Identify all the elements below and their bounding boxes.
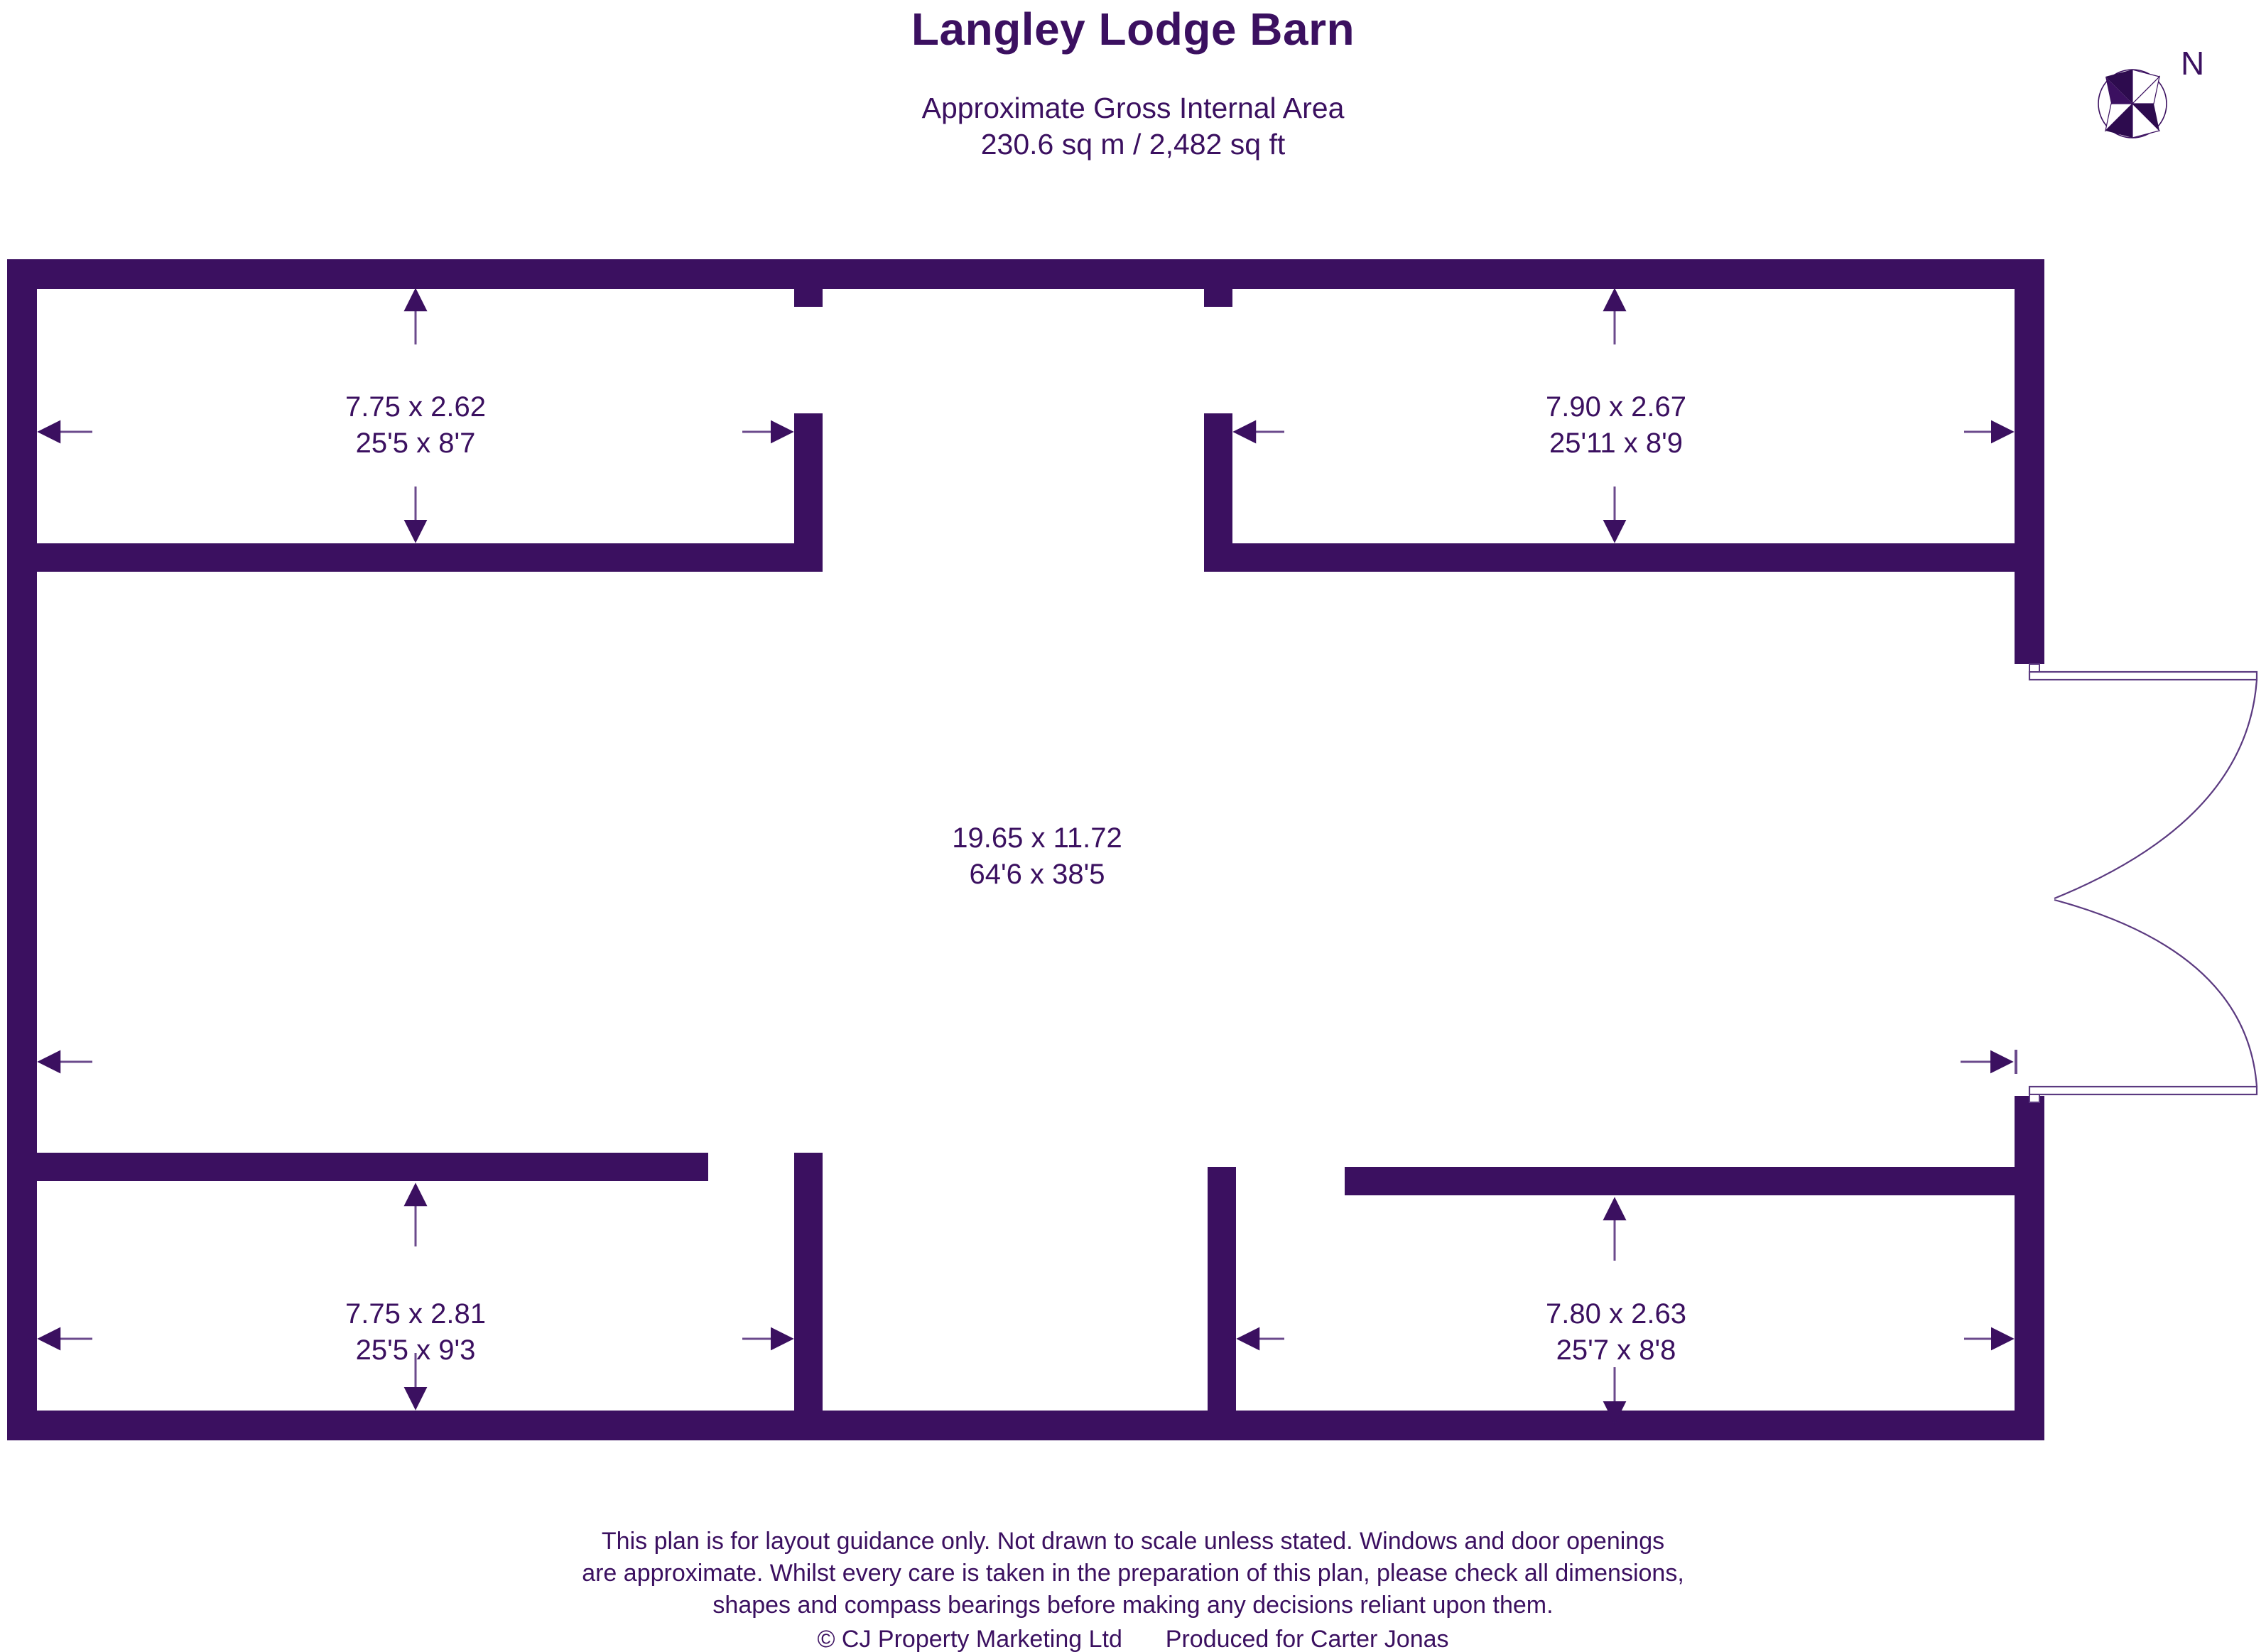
wall-stub-top-right [1204,288,1232,307]
wall-bottom-left-room-top [7,1153,708,1181]
door-jamb-lower [2029,1094,2040,1103]
disclaimer-line-2: are approximate. Whilst every care is ta… [582,1560,1684,1587]
wall-outer-right-upper [2015,259,2044,664]
compass-rose-icon: N [2097,47,2239,162]
produced-for-text: Produced for Carter Jonas [1165,1625,1449,1652]
wall-outer-right-lower [2015,1096,2044,1440]
copyright-text: © CJ Property Marketing Ltd [817,1625,1122,1652]
wall-top-left-room-right [794,413,823,572]
wall-bottom-right-room-left [1208,1195,1236,1440]
wall-bottom-right-room-top [1345,1167,2044,1195]
wall-stub-top-left [794,288,823,307]
wall-bottom-left-room-right [794,1181,823,1440]
internal-walls [7,288,2044,1440]
disclaimer-line-3: shapes and compass bearings before makin… [712,1592,1554,1619]
door-swing-arc-lower [2054,898,2258,1087]
door-leaf-lower [2028,1085,2258,1096]
wall-top-right-room-left [1204,413,1232,572]
door-leaf-upper [2028,670,2258,681]
door-swing-arc-upper [2054,679,2258,900]
wall-outer-left [7,259,37,1440]
wall-top-left-room-bottom [7,543,823,572]
double-door-symbol [2028,663,2258,1103]
wall-stub-bottom-right [1208,1167,1236,1195]
door-jamb-upper [2029,663,2040,673]
compass-north-label: N [2181,45,2205,82]
dimension-arrows [37,288,2017,1425]
wall-stub-bottom-left [794,1153,823,1181]
credit-row: © CJ Property Marketing Ltd Produced for… [0,1624,2266,1652]
wall-outer-top [7,259,2044,289]
plan-footer: This plan is for layout guidance only. N… [0,1526,2266,1652]
wall-top-right-room-bottom [1204,543,2044,572]
disclaimer-line-1: This plan is for layout guidance only. N… [601,1528,1665,1555]
walls [7,259,2044,1440]
wall-outer-bottom [7,1411,2044,1440]
